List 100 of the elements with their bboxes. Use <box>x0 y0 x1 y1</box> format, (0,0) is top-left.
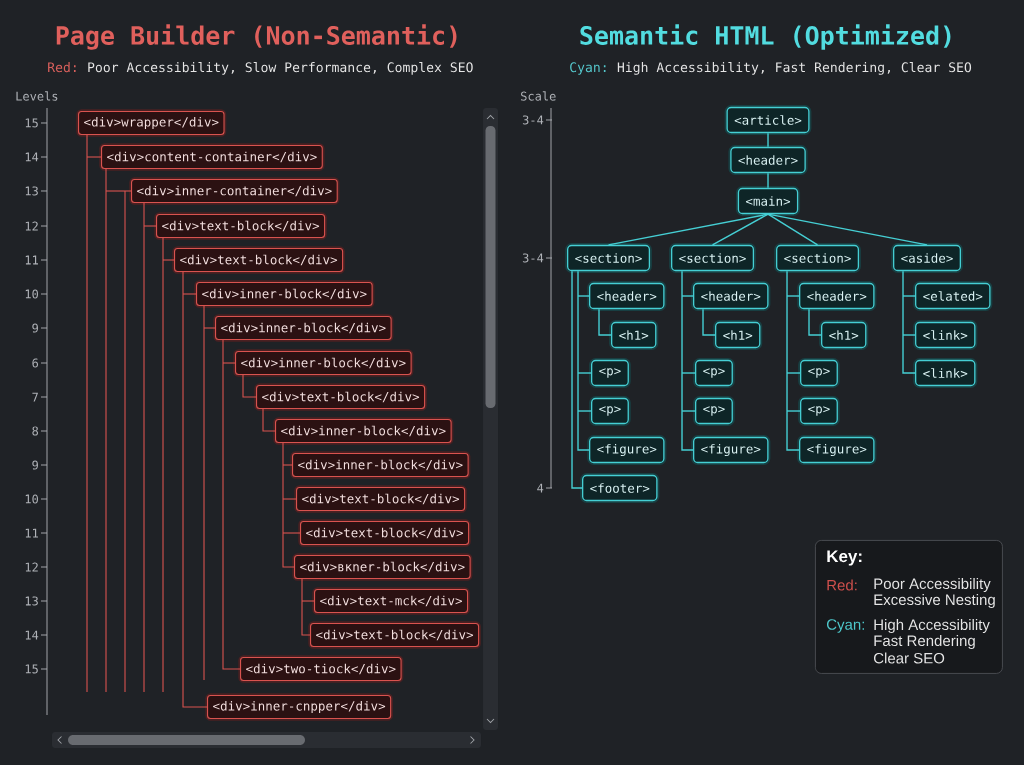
tick-label: 9 <box>32 323 38 333</box>
connector <box>282 498 297 500</box>
element-box: <div>inner-block</div> <box>194 280 375 308</box>
connector <box>162 237 164 261</box>
connector <box>282 498 284 534</box>
connector <box>262 408 276 432</box>
panel-heading: Page Builder (Non-Semantic) <box>56 24 457 50</box>
tick-label: 14 <box>25 630 39 640</box>
tick-label: 7 <box>32 392 38 402</box>
tick-label: 15 <box>25 118 38 128</box>
connector <box>577 270 579 297</box>
connector <box>577 410 592 412</box>
axis-title: Scale <box>521 91 556 101</box>
tick-label: 3-4 <box>522 253 544 263</box>
element-box: <p> <box>693 358 735 388</box>
connector <box>242 374 257 398</box>
element-box: <section> <box>669 243 756 273</box>
element-box: <footer> <box>580 473 660 503</box>
connector <box>105 190 126 192</box>
connector <box>767 213 928 246</box>
connector <box>203 327 216 329</box>
connector <box>282 442 284 466</box>
element-box: <div>text-block</div> <box>154 212 327 240</box>
tick-label: 10 <box>25 289 38 299</box>
connector <box>681 410 696 412</box>
tick-label: 11 <box>25 255 38 265</box>
element-box: <div>text-block</div> <box>254 383 427 411</box>
tick-label: 14 <box>25 152 39 162</box>
connector <box>808 308 822 336</box>
connector <box>902 295 904 336</box>
subtitle-key: Red: <box>48 62 76 73</box>
connector <box>301 578 303 602</box>
connector <box>681 270 683 297</box>
element-box: <div>text-block</div> <box>298 519 471 547</box>
element-box: <figure> <box>691 435 771 465</box>
key-text: High Accessibility <box>874 619 990 633</box>
subtitle-key: Cyan: <box>570 62 606 75</box>
subtitle: Poor Accessibility, Slow Performance, Complex SEO <box>88 62 473 75</box>
connector <box>571 270 583 489</box>
element-box: <div>inner-block</div> <box>213 314 394 342</box>
element-box: <h1> <box>609 320 659 350</box>
connector <box>182 293 208 708</box>
element-box: <div>text-block</div> <box>294 485 467 513</box>
element-box: <link> <box>913 320 978 350</box>
element-box: <p> <box>798 358 840 388</box>
connector <box>902 295 916 297</box>
element-box: <div>inner-block</div> <box>233 349 414 377</box>
connector <box>607 213 769 246</box>
element-box: <div>вкner-block</div> <box>292 553 473 581</box>
key-text: Fast Rendering <box>874 635 975 649</box>
element-box: <p> <box>589 358 631 388</box>
connector <box>767 213 819 246</box>
element-box: <main> <box>735 186 801 216</box>
connector <box>182 271 184 295</box>
connector <box>301 600 315 602</box>
element-box: <section> <box>565 243 652 273</box>
key-heading: Key: <box>827 550 862 566</box>
connector <box>282 464 293 466</box>
tick-label: 6 <box>32 358 38 368</box>
connector <box>124 190 132 192</box>
connector <box>767 172 769 189</box>
element-box: <figure> <box>797 435 877 465</box>
tick-label: 12 <box>25 221 38 231</box>
element-box: <article> <box>724 105 812 135</box>
connector <box>282 464 284 500</box>
connector <box>786 295 800 297</box>
tick-label: 3-4 <box>522 115 544 125</box>
connector <box>577 372 592 374</box>
connector <box>902 270 904 297</box>
element-box: <div>inner-cnpper</div> <box>205 693 393 721</box>
element-box: <div>text-block</div> <box>172 246 345 274</box>
tick-label: 11 <box>25 528 38 538</box>
panel-heading: Semantic HTML (Optimized) <box>580 24 951 50</box>
connector <box>711 213 769 246</box>
key-text: Clear SEO <box>874 652 945 664</box>
connector <box>702 308 716 336</box>
element-box: <header> <box>728 145 808 175</box>
element-box: <div>inner-block</div> <box>290 451 471 479</box>
element-box: <p> <box>798 396 840 426</box>
connector <box>86 156 88 693</box>
element-box: <div>text-block</div> <box>308 621 481 649</box>
connector <box>182 293 197 295</box>
connector <box>222 339 224 364</box>
connector <box>577 410 590 451</box>
connector <box>786 270 788 297</box>
connector <box>577 295 579 374</box>
connector <box>105 168 107 192</box>
element-box: <link> <box>913 358 978 388</box>
connector <box>143 225 157 227</box>
connector <box>203 327 205 681</box>
key-label: Cyan: <box>827 619 864 633</box>
key-text: Poor Accessibility <box>874 578 991 592</box>
connector <box>124 190 126 693</box>
connector <box>786 372 801 374</box>
key-text: Excessive Nesting <box>874 594 995 608</box>
tick-label: 12 <box>25 562 38 572</box>
connector <box>786 372 788 412</box>
connector <box>86 156 102 158</box>
connector <box>86 134 88 158</box>
element-box: <div>text-mck</div> <box>312 587 470 615</box>
